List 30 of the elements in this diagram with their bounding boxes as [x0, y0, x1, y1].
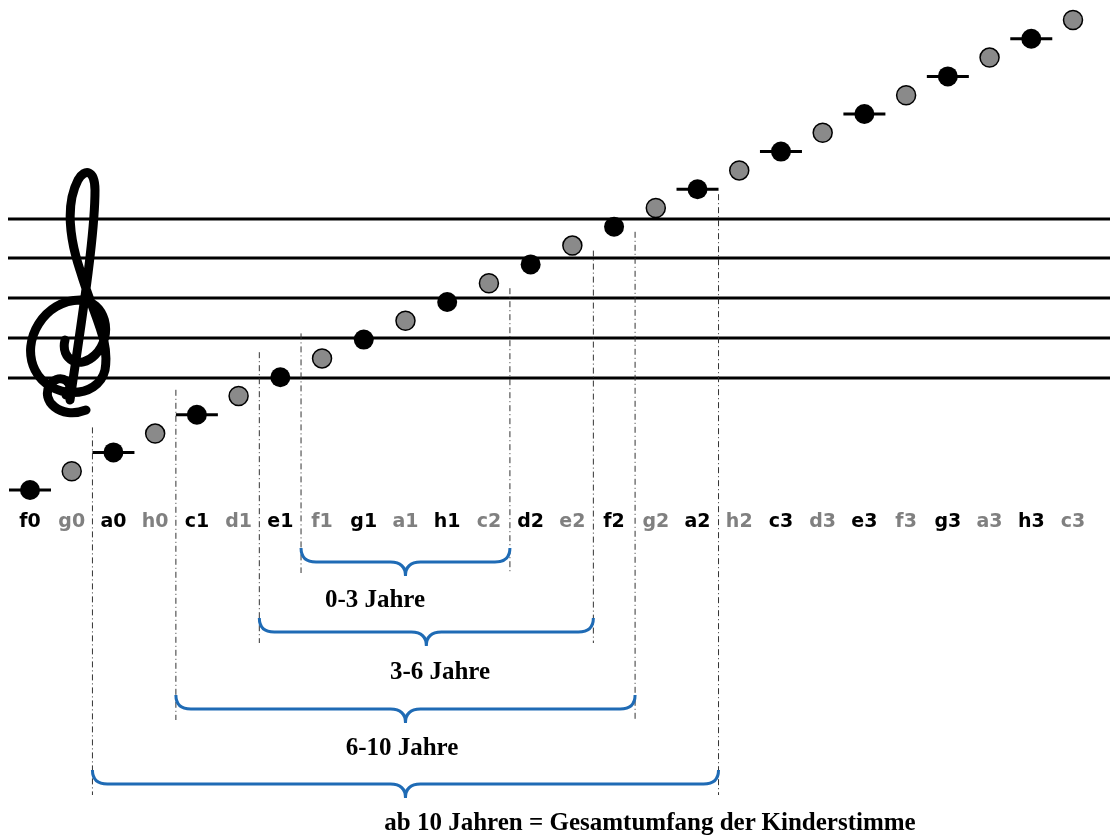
age-range-label: 6-10 Jahre: [345, 733, 459, 761]
note-name: h2: [725, 509, 753, 531]
note-name: c3: [1060, 509, 1086, 531]
note-name: c2: [476, 509, 502, 531]
note-name: g0: [58, 509, 86, 531]
note-name: e2: [559, 509, 586, 531]
note-name: f0: [19, 509, 41, 531]
note-name: a1: [392, 509, 419, 531]
age-range-label: 3-6 Jahre: [389, 657, 491, 685]
note-name: g3: [934, 509, 962, 531]
note-name: c1: [184, 509, 210, 531]
note-name: e3: [851, 509, 878, 531]
note-name: e1: [267, 509, 294, 531]
note-name: c3: [768, 509, 794, 531]
note-name: g1: [350, 509, 378, 531]
age-range-label: 0-3 Jahre: [324, 585, 426, 613]
note-name: g2: [642, 509, 670, 531]
note-name: a3: [976, 509, 1003, 531]
note-name: h3: [1017, 509, 1045, 531]
note-name: d2: [517, 509, 545, 531]
note-name: f3: [895, 509, 917, 531]
note-name: f1: [311, 509, 333, 531]
note-name: h1: [433, 509, 461, 531]
note-name: h0: [141, 509, 169, 531]
note-name: d3: [809, 509, 837, 531]
age-range-label: ab 10 Jahren = Gesamtumfang der Kinderstimme: [384, 808, 916, 836]
note-name: a0: [100, 509, 127, 531]
note-name: d1: [225, 509, 252, 531]
note-name: f2: [603, 509, 625, 531]
note-name: a2: [684, 509, 711, 531]
